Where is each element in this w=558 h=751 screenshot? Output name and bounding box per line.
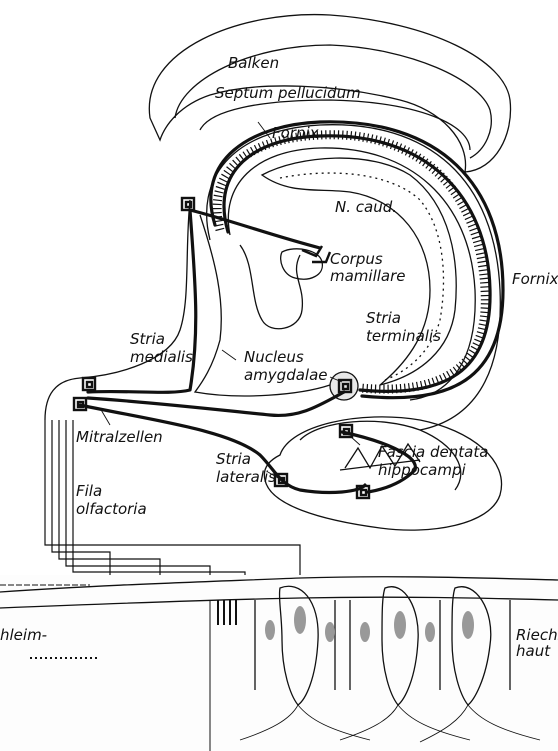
label-fascia-1: Fascia dentata [378, 443, 488, 461]
label-stria-medialis-1: Stria [130, 330, 165, 348]
mamillary-region [240, 245, 302, 329]
label-nucleus-1: Nucleus [244, 348, 304, 366]
hemisphere-outline [45, 200, 190, 420]
label-balken: Balken [228, 54, 279, 72]
mamillary-body [281, 249, 323, 279]
label-fornix-right: Fornix [512, 270, 558, 288]
label-riechschleimhaut-2: haut [516, 642, 551, 660]
label-corpus-1: Corpus [330, 250, 383, 268]
label-mitralzellen: Mitralzellen [76, 428, 163, 446]
label-corpus-2: mamillare [330, 267, 406, 285]
label-septum-pellucidum: Septum pellucidum [215, 84, 361, 102]
label-stria-terminalis-2: terminalis [366, 327, 441, 345]
label-fila-2: olfactoria [76, 500, 147, 518]
label-schleimhaut: hleim- [0, 626, 47, 644]
label-nucleus-2: amygdalae [244, 366, 328, 384]
label-stria-lateralis-1: Stria [216, 450, 251, 468]
olfactory-mucosa [0, 575, 558, 751]
olfactory-tract-lateral [88, 392, 344, 415]
label-fornix-top: Fornix [272, 124, 319, 142]
label-fila-1: Fila [76, 482, 102, 500]
label-stria-terminalis-1: Stria [366, 309, 401, 327]
label-stria-medialis-2: medialis [130, 348, 193, 366]
label-fascia-2: hippocampi [378, 461, 466, 479]
olfactory-tract-to-mamillare [190, 210, 320, 248]
label-n-caud: N. caud. [335, 198, 397, 216]
label-stria-lateralis-2: lateralis [216, 468, 276, 486]
